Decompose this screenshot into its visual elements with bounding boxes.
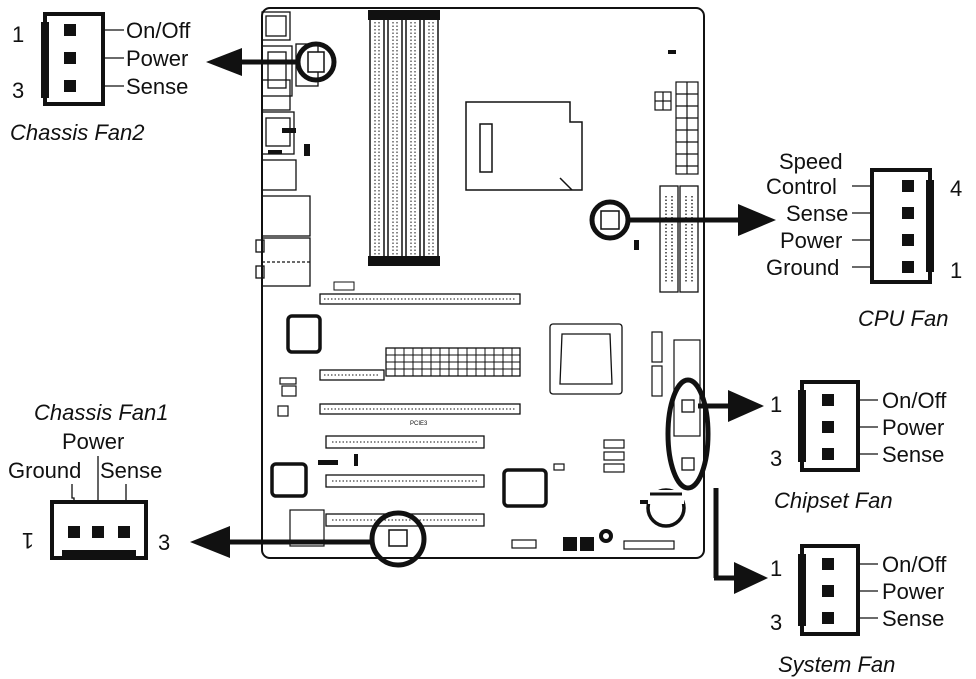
chipset-fan-pin-1: 1 [770, 392, 782, 417]
system-fan-label-sense: Sense [882, 606, 944, 631]
system-fan-pin-1: 1 [770, 556, 782, 581]
chassis-fan1-label-ground: Ground [8, 458, 81, 483]
cpu-fan-label-sense: Sense [786, 201, 848, 226]
northbridge-chip [549, 323, 623, 395]
chassis-fan2-label-sense: Sense [126, 74, 188, 99]
battery [646, 488, 686, 528]
chassis-fan1-label-sense: Sense [100, 458, 162, 483]
cpu-fan-pin-4: 4 [950, 176, 962, 201]
cpu-fan-label-control: Control [766, 174, 837, 199]
chipset-fan-label-onoff: On/Off [882, 388, 947, 413]
chips [270, 314, 548, 508]
cpu-fan-connector: Speed Control Sense Power Ground 4 1 CPU… [766, 149, 962, 331]
cpu-fan-label-speed: Speed [779, 149, 843, 174]
system-fan-pin-3: 3 [770, 610, 782, 635]
chassis-fan2-connector: 1 3 On/Off Power Sense Chassis Fan2 [10, 12, 191, 145]
chipset-fan-label-sense: Sense [882, 442, 944, 467]
system-fan-label-onoff: On/Off [882, 552, 947, 577]
dimm-slots [369, 11, 439, 265]
chassis-fan2-pin-1: 1 [12, 22, 24, 47]
system-fan-label-power: Power [882, 579, 944, 604]
chipset-fan-pin-3: 3 [770, 446, 782, 471]
chipset-fan-label-power: Power [882, 415, 944, 440]
chassis-fan2-pin-3: 3 [12, 78, 24, 103]
chassis-fan1-pin-1: 1 [22, 528, 34, 553]
chipset-fan-connector: 1 3 On/Off Power Sense Chipset Fan [770, 380, 947, 513]
cpu-fan-caption: CPU Fan [858, 306, 948, 331]
chassis-fan1-connector: Chassis Fan1 Power Ground Sense 1 3 [8, 400, 170, 560]
chipset-fan-caption: Chipset Fan [774, 488, 893, 513]
cpu-socket [465, 101, 583, 191]
chassis-fan1-caption: Chassis Fan1 [34, 400, 169, 425]
chassis-fan2-caption: Chassis Fan2 [10, 120, 145, 145]
motherboard: PCIE3 [255, 7, 705, 559]
cpu-fan-label-power: Power [780, 228, 842, 253]
board-chassis-fan1-header [369, 510, 427, 568]
board-chipset-system-fan-headers [665, 377, 711, 491]
cpu-fan-label-ground: Ground [766, 255, 839, 280]
chassis-fan2-label-onoff: On/Off [126, 18, 191, 43]
chassis-fan1-label-power: Power [62, 429, 124, 454]
system-fan-caption: System Fan [778, 652, 895, 677]
pin-header-grid [385, 347, 521, 377]
chassis-fan2-label-power: Power [126, 46, 188, 71]
chassis-fan1-pin-3: 3 [158, 530, 170, 555]
atx-power-connector [654, 81, 699, 175]
system-fan-connector: 1 3 On/Off Power Sense System Fan [770, 544, 947, 677]
ide-connectors [659, 185, 699, 293]
slot-label-pcie3: PCIE3 [410, 421, 428, 427]
cpu-fan-pin-1: 1 [950, 258, 962, 283]
arrows [190, 48, 776, 594]
